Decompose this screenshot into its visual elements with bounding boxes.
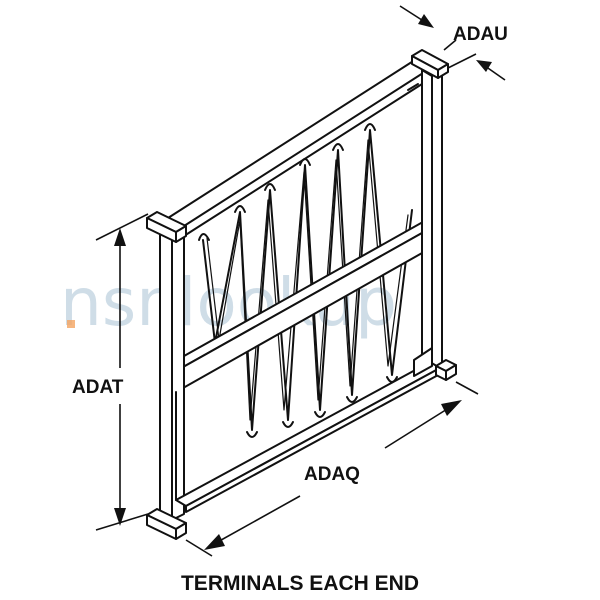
dimension-label-adat: ADAT <box>72 377 124 398</box>
terminal-bottom-right <box>435 359 457 381</box>
coil-loop <box>246 431 258 438</box>
coil-loop <box>198 233 210 241</box>
coil-loop <box>282 421 294 428</box>
terminal-top-right <box>411 49 449 79</box>
terminal-bottom-left <box>146 508 187 540</box>
dimension-label-adaq: ADAQ <box>304 464 360 485</box>
watermark-dot <box>67 320 75 328</box>
frame-bottom-rail <box>175 347 441 513</box>
coil-loop <box>314 411 326 418</box>
coil-loop <box>264 183 276 191</box>
terminal-top-left <box>146 211 187 243</box>
frame-inner-lines <box>175 83 423 501</box>
frame-right-post <box>407 69 443 373</box>
dimension-adat: ADAT <box>72 213 149 531</box>
dimension-label-adau: ADAU <box>453 24 508 45</box>
coil-loop <box>346 396 358 403</box>
coil-loop <box>364 123 376 131</box>
resistor-coil-inner <box>206 139 409 421</box>
frame-left-post <box>159 225 185 521</box>
coil-loop <box>332 143 344 151</box>
resistor-coils <box>198 123 413 438</box>
resistor-coil <box>202 129 413 431</box>
coil-loop <box>234 205 246 213</box>
dimension-adaq: ADAQ <box>185 381 479 557</box>
diagram-caption: TERMINALS EACH END <box>181 572 419 595</box>
dimension-adau: ADAU <box>399 5 508 81</box>
